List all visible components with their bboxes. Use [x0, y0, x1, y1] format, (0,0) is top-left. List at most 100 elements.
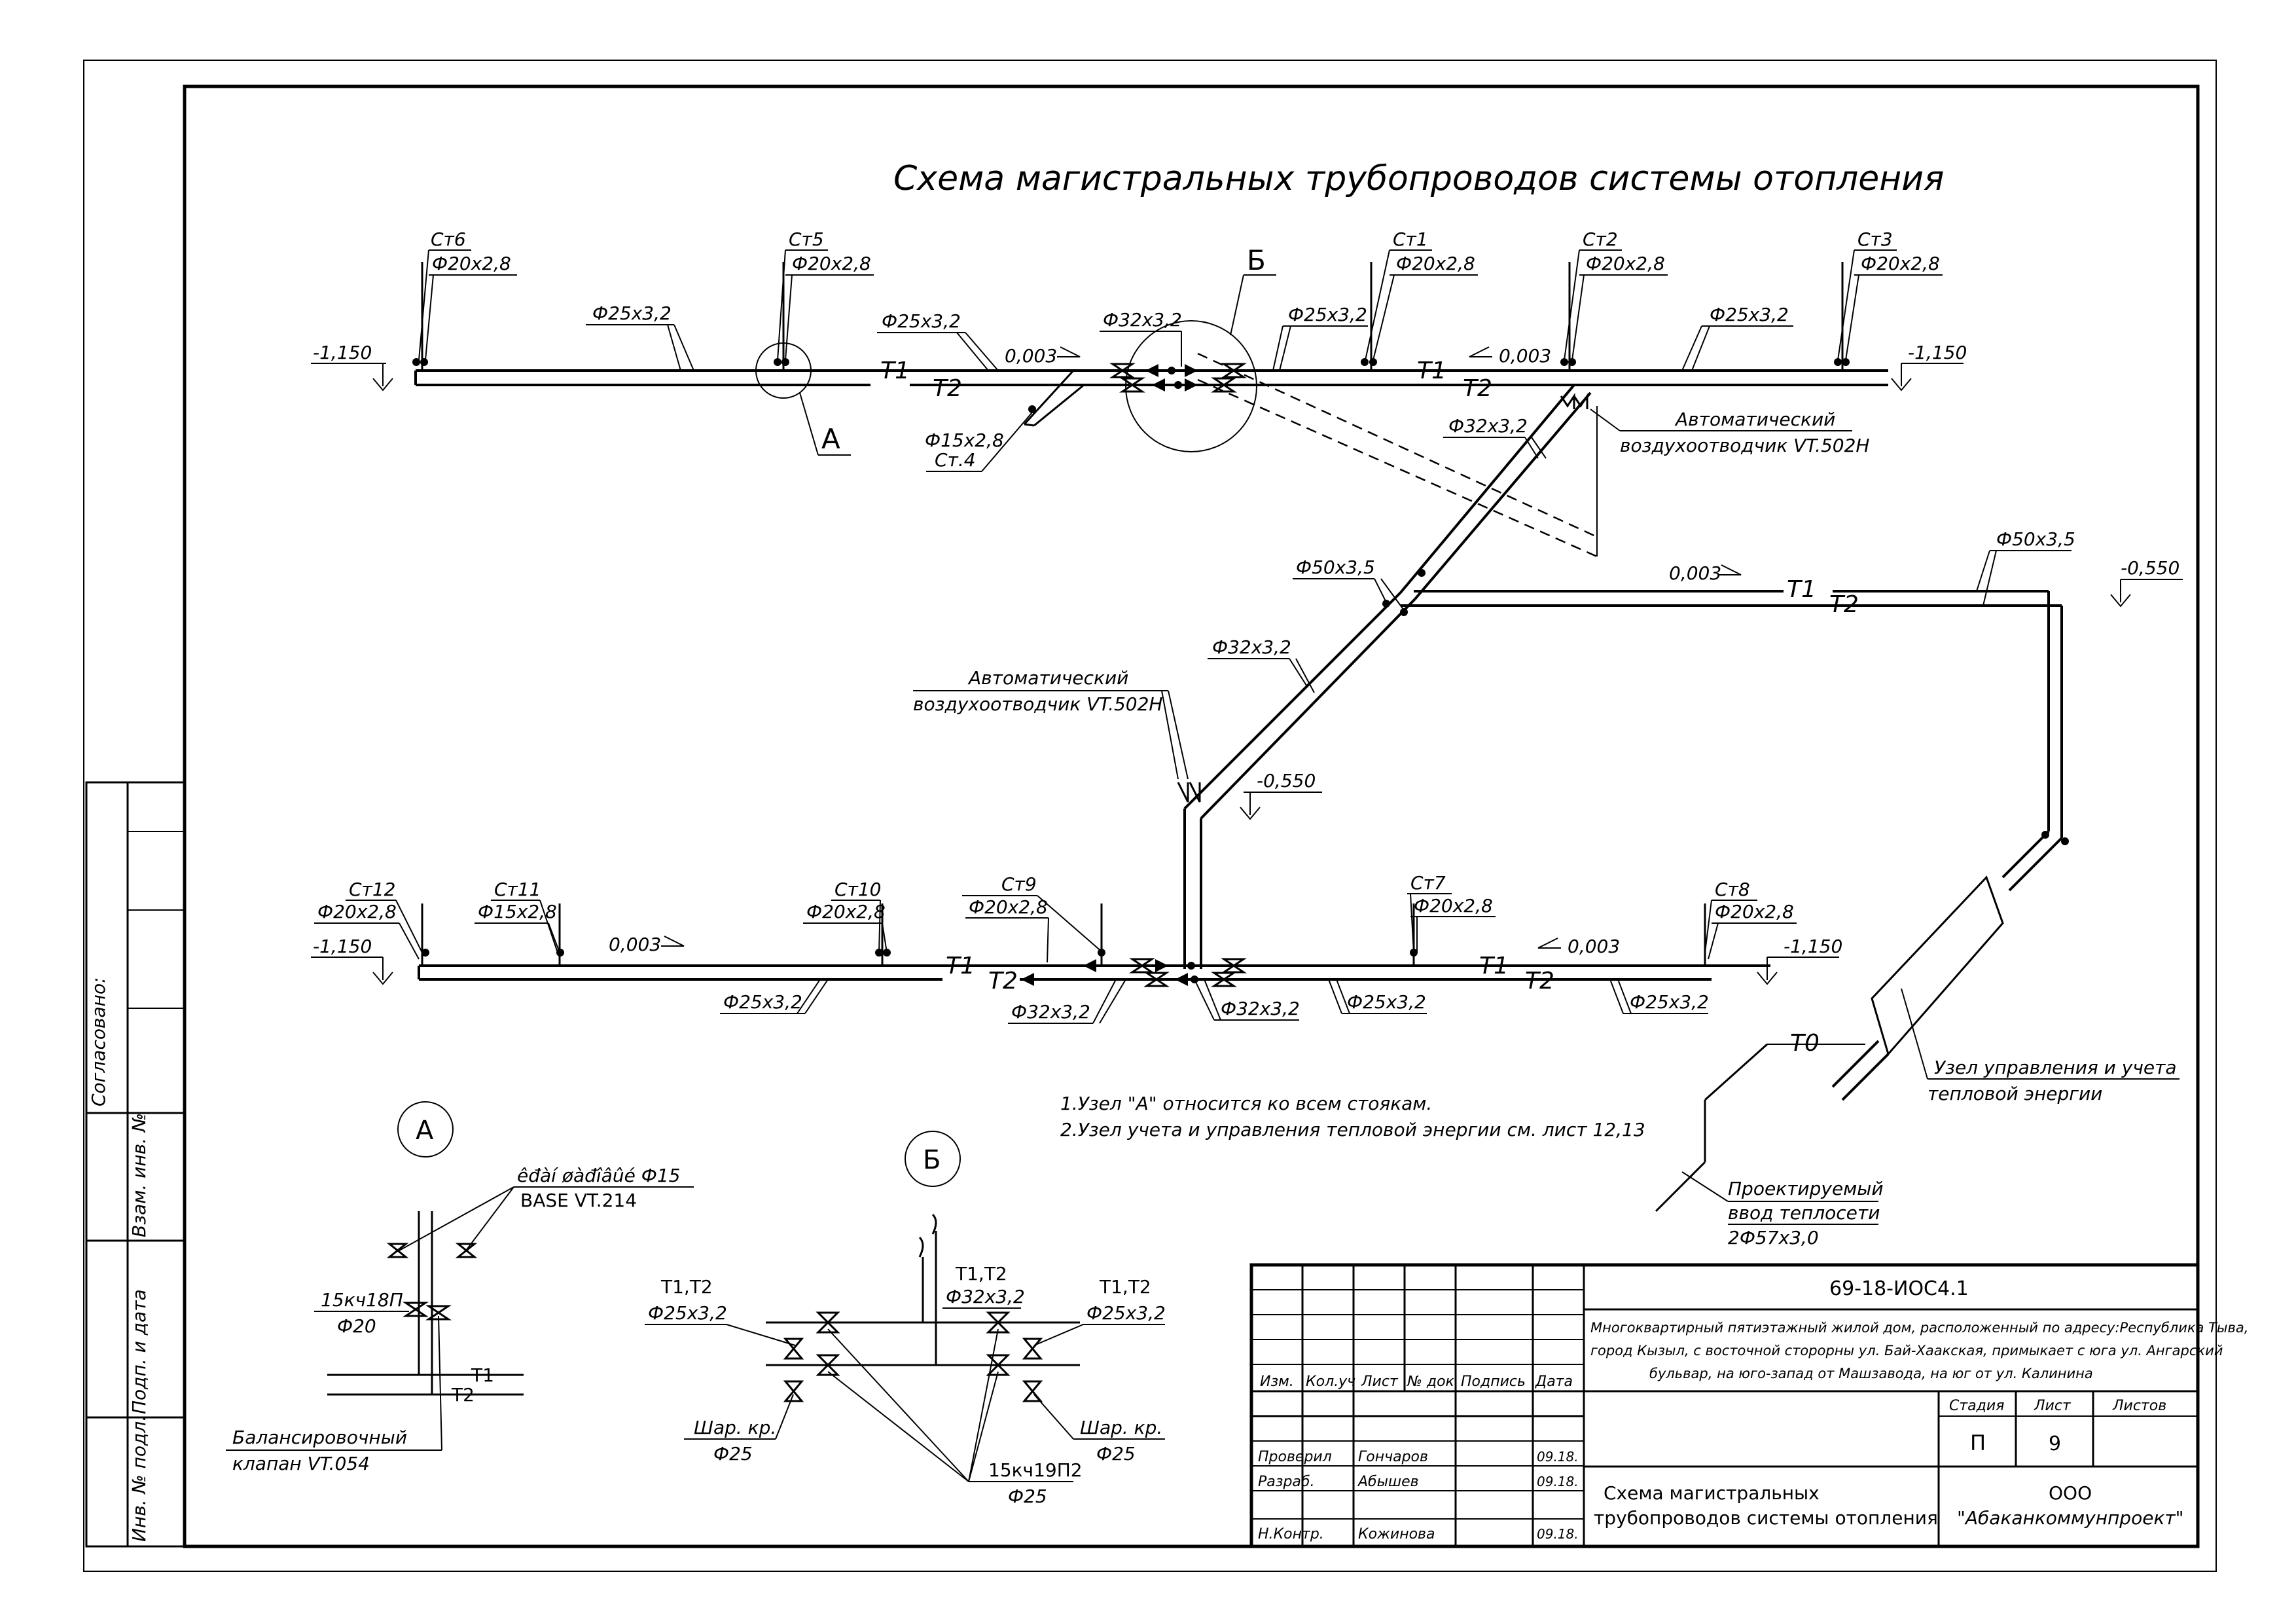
stamp-sheet-h: Лист — [2034, 1398, 2072, 1414]
slope-4: 0,003 — [609, 934, 661, 955]
control-unit-line1: Узел управления и учета — [1934, 1057, 2177, 1078]
stamp-role-2: Разраб. — [1258, 1474, 1314, 1490]
riser-st11-pipe: Ф15х2,8 — [478, 901, 557, 922]
riser-st12-name: Ст12 — [349, 879, 396, 900]
riser-st5-pipe: Ф20х2,8 — [792, 253, 871, 274]
stamp-org-2: "Абаканкоммунпроект" — [1957, 1507, 2184, 1529]
pipe-label-8: Ф50х3,5 — [1996, 528, 2075, 550]
pipe-label-12: Ф32х3,2 — [1221, 998, 1300, 1019]
stamp-h-kolch: Кол.уч — [1306, 1374, 1355, 1390]
node-b-t1t2-left: Т1,Т2 — [660, 1276, 713, 1298]
riser-st3-name: Ст3 — [1857, 228, 1893, 250]
slope-marks: 0,003 0,003 0,003 0,003 0,003 — [609, 345, 1742, 957]
riser-st9-name: Ст9 — [1001, 873, 1037, 895]
pipe-label-4: Ф25х3,2 — [1288, 304, 1367, 325]
top-main-pipes: Т1 Т2 Т1 Т2 — [412, 262, 1888, 452]
pipe-labels: Ф25х3,2 Ф25х3,2 Ф32х3,2 Ф25х3,2 Ф25х3,2 … — [586, 302, 2075, 1024]
stamp-date-1: 09.18. — [1537, 1449, 1579, 1465]
riser-st8-name: Ст8 — [1715, 879, 1750, 900]
stamp-desc-2: город Кызыл, с восточной сторорны ул. Ба… — [1590, 1343, 2223, 1359]
t0-label: Т0 — [1790, 1030, 1820, 1057]
inlet-line3: 2Ф57х3,0 — [1728, 1227, 1819, 1249]
node-a-valve-model: BASE VT.214 — [520, 1190, 637, 1211]
riser-st6-name: Ст6 — [431, 228, 466, 250]
stamp-desc-1: Многоквартирный пятиэтажный жилой дом, р… — [1590, 1320, 2248, 1336]
node-b-ball-left: Шар. кр. — [694, 1417, 776, 1438]
node-b-t1t2-mid: Т1,Т2 — [955, 1263, 1007, 1285]
node-b-ball-left-size: Ф25 — [713, 1443, 753, 1465]
node-a-t1: Т1 — [471, 1364, 494, 1386]
pipe-label-3: Ф32х3,2 — [1103, 309, 1182, 331]
stamp-stage-h: Стадия — [1949, 1398, 2004, 1414]
podp-data-label: Подп. и дата — [128, 1289, 150, 1414]
node-a-t2: Т2 — [451, 1384, 475, 1406]
t2-label-3: Т2 — [1829, 591, 1859, 618]
level-mid: -0,550 — [1257, 770, 1316, 792]
stamp-sheet: 9 — [2049, 1432, 2061, 1455]
air-vent-top-line2: воздухоотводчик VT.502H — [1620, 435, 1869, 456]
node-b-t1t2-right: Т1,Т2 — [1099, 1276, 1151, 1298]
pipe-label-1: Ф25х3,2 — [592, 302, 672, 324]
t1-label-3: Т1 — [1787, 576, 1816, 603]
node-b-valve: 15кч19П2 — [988, 1459, 1083, 1481]
middle-right-branch: Т1 Т2 — [1401, 576, 2069, 1101]
stamp-h-podpis: Подпись — [1461, 1374, 1526, 1390]
level-marks: -1,150 -1,150 -0,550 -0,550 -1,150 -1,15… — [311, 342, 2183, 985]
t1-label-5: Т1 — [1479, 953, 1509, 979]
riser-st8-pipe: Ф20х2,8 — [1715, 901, 1794, 922]
slope-3: 0,003 — [1669, 562, 1721, 584]
pipe-label-7: Ф50х3,5 — [1296, 556, 1375, 578]
title-block: Изм. Кол.уч Лист № док Подпись Дата Пров… — [1249, 1263, 2248, 1548]
node-a-callout: А — [821, 423, 840, 455]
t2-label-4: Т2 — [988, 968, 1018, 994]
pipe-label-9: Ф32х3,2 — [1212, 636, 1291, 658]
node-b-pipe-left: Ф25х3,2 — [648, 1302, 727, 1324]
note-1: 1.Узел "А" относится ко всем стоякам. — [1060, 1093, 1432, 1114]
air-vent-top-line1: Автоматический — [1674, 409, 1835, 430]
riser-st7-pipe: Ф20х2,8 — [1414, 895, 1493, 917]
level-top-right: -1,150 — [1908, 342, 1967, 363]
control-unit-line2: тепловой энергии — [1928, 1083, 2102, 1104]
stamp-role-1: Проверил — [1258, 1449, 1332, 1465]
bottom-main-pipes: Т1 Т2 Т1 Т2 — [418, 903, 1770, 994]
t1-label-1: Т1 — [880, 357, 910, 384]
level-top-left: -1,150 — [313, 342, 372, 363]
air-vent-mid-line2: воздухоотводчик VT.502H — [913, 693, 1162, 715]
riser-labels: Ст6 Ф20х2,8 Ст5 Ф20х2,8 Ст1 Ф20х2,8 Ст2 … — [314, 228, 1943, 963]
stamp-desc-3: бульвар, на юго-запад от Машзавода, на ю… — [1649, 1366, 2093, 1381]
pipe-label-10: Ф25х3,2 — [723, 991, 802, 1013]
air-vent-mid-line1: Автоматический — [967, 667, 1128, 689]
t2-label-5: Т2 — [1525, 968, 1554, 994]
riser-st9-pipe: Ф20х2,8 — [969, 896, 1048, 918]
node-a-bal-line1: Балансировочный — [232, 1427, 407, 1448]
riser-st6-pipe: Ф20х2,8 — [432, 253, 511, 274]
stamp-name-4: Кожинова — [1358, 1526, 1435, 1542]
level-bottom-left: -1,150 — [313, 936, 372, 957]
t2-label-1: Т2 — [933, 375, 962, 402]
inlet-line2: ввод теплосети — [1728, 1202, 1880, 1224]
riser-st11-name: Ст11 — [494, 879, 541, 900]
inlet-line1: Проектируемый — [1728, 1178, 1884, 1199]
stamp-code: 69-18-ИОС4.1 — [1829, 1277, 1969, 1300]
stamp-sheets-h: Листов — [2112, 1398, 2166, 1414]
riser-st1-pipe: Ф20х2,8 — [1396, 253, 1475, 274]
riser-st2-name: Ст2 — [1583, 228, 1618, 250]
riser-st10-pipe: Ф20х2,8 — [806, 901, 886, 922]
riser-st2-pipe: Ф20х2,8 — [1586, 253, 1665, 274]
node-a-valve2: 15кч18П — [321, 1289, 403, 1311]
node-b-detail: Б Т1,Т2 Ф25х3,2 Т1,Т2 Ф32х3,2 Т1,Т2 Ф25х… — [645, 1131, 1166, 1507]
stamp-name-1: Гончаров — [1358, 1449, 1428, 1465]
stamp-h-list: Лист — [1361, 1374, 1399, 1390]
stamp-role-4: Н.Контр. — [1258, 1526, 1324, 1542]
stamp-name-2: Абышев — [1357, 1474, 1419, 1490]
riser-st4-name: Ст.4 — [935, 449, 976, 471]
node-a-detail: А Т1 Т2 êđàí øàđîâûé Ф15 BASE VT.214 15к… — [226, 1101, 694, 1474]
slope-5: 0,003 — [1568, 936, 1620, 957]
air-vent-callouts: Автоматический воздухоотводчик VT.502H А… — [913, 409, 1869, 780]
node-a-valve-name: êđàí øàđîâûé Ф15 — [517, 1165, 680, 1186]
node-a-bal-line2: клапан VT.054 — [232, 1453, 370, 1474]
t2-label-2: Т2 — [1463, 375, 1492, 402]
riser-st4-pipe: Ф15х2,8 — [925, 429, 1004, 451]
node-callouts: А Б — [799, 244, 1276, 456]
